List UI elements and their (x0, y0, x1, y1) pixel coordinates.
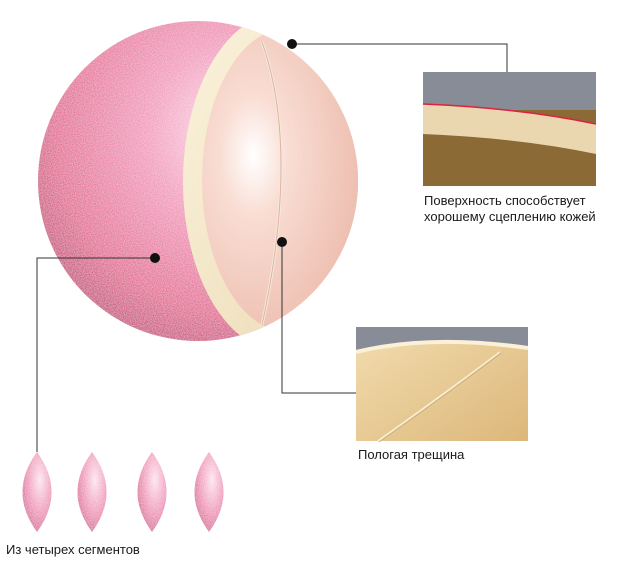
ball-cutaway (183, 12, 383, 352)
label-segments: Из четырех сегментов (6, 542, 140, 558)
pointer-dot-crack (277, 237, 287, 247)
segments-row (23, 452, 224, 532)
segment-4 (195, 452, 224, 532)
label-surface-line-2: хорошему сцеплению кожей (424, 209, 596, 225)
label-surface: Поверхность способствует хорошему сцепле… (424, 193, 596, 225)
label-surface-line-1: Поверхность способствует (424, 193, 596, 209)
segment-1 (23, 452, 52, 532)
segment-3 (138, 452, 167, 532)
pointer-dot-shell (287, 39, 297, 49)
pointer-dot-surface (150, 253, 160, 263)
inset-crack (356, 327, 528, 442)
segment-2 (78, 452, 107, 532)
label-crack: Пологая трещина (358, 447, 464, 463)
inset-surface (382, 20, 596, 204)
